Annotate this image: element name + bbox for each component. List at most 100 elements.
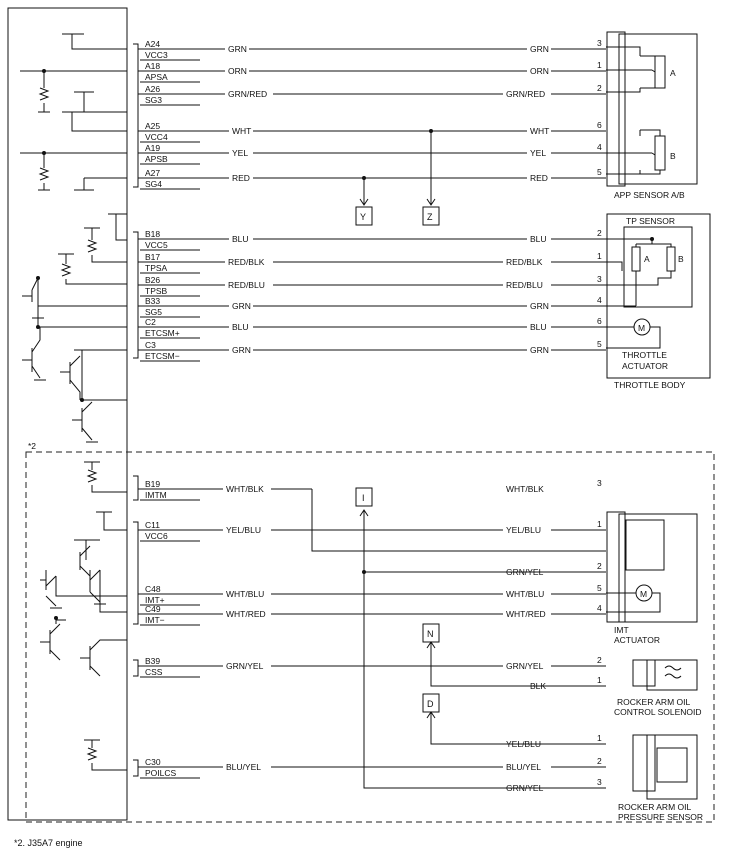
label-bg bbox=[223, 661, 271, 671]
label-bg bbox=[503, 525, 551, 535]
label-bg bbox=[225, 257, 273, 267]
wire-color-left: GRN/RED bbox=[228, 89, 267, 99]
wire-color-right: RED bbox=[530, 173, 548, 183]
wire-color-left: YEL bbox=[232, 148, 248, 158]
pin-id: A26 bbox=[145, 84, 160, 94]
wire-color-right: GRN/YEL bbox=[506, 661, 544, 671]
pin-signal: ETCSM− bbox=[145, 351, 180, 361]
wire-color-left: ORN bbox=[228, 66, 247, 76]
label-bg bbox=[229, 234, 253, 244]
app-sensor-label: APP SENSOR A/B bbox=[614, 190, 685, 200]
wire-color-right: BLU/YEL bbox=[506, 762, 541, 772]
app-sensor-b-label: B bbox=[670, 151, 676, 161]
wire-color-left: BLU bbox=[232, 322, 249, 332]
label-bg bbox=[223, 525, 271, 535]
label-bg bbox=[229, 173, 253, 183]
tp-sensor-a-label: A bbox=[644, 254, 650, 264]
pin-signal: SG3 bbox=[145, 95, 162, 105]
label-bg bbox=[229, 148, 253, 158]
wire-color-right: WHT bbox=[530, 126, 549, 136]
motor-label-throttle: M bbox=[638, 323, 645, 333]
wire-color-left: RED/BLU bbox=[228, 280, 265, 290]
terminal-number: 2 bbox=[597, 83, 602, 93]
pin-id: A18 bbox=[145, 61, 160, 71]
terminal-number: 1 bbox=[597, 733, 602, 743]
label-bg bbox=[229, 126, 253, 136]
label-bg bbox=[527, 301, 551, 311]
engine-note-marker: *2 bbox=[28, 441, 36, 451]
pin-signal: VCC6 bbox=[145, 531, 168, 541]
label-bg bbox=[223, 484, 271, 494]
svg-text:Z: Z bbox=[427, 212, 433, 222]
wire-color-right: RED/BLU bbox=[506, 280, 543, 290]
wire-color-left: WHT bbox=[232, 126, 251, 136]
imt-actuator: M IMT ACTUATOR bbox=[606, 511, 698, 645]
pin-id: B18 bbox=[145, 229, 160, 239]
wire-color-right: GRN bbox=[530, 44, 549, 54]
wire-color-right: GRN bbox=[530, 301, 549, 311]
terminal-number: 3 bbox=[597, 38, 602, 48]
wire-color-left: RED/BLK bbox=[228, 257, 265, 267]
pin-id: A19 bbox=[145, 143, 160, 153]
connector-y: Y bbox=[355, 206, 373, 226]
throttle-body: TP SENSOR A B M THROTTLE ACTUATOR THROTT… bbox=[606, 213, 711, 390]
terminal-number: 6 bbox=[597, 120, 602, 130]
wire-color-right: WHT/BLK bbox=[506, 484, 544, 494]
label-bg bbox=[223, 762, 271, 772]
pin-signal: VCC4 bbox=[145, 132, 168, 142]
rocker-sensor-label-2: PRESSURE SENSOR bbox=[618, 812, 703, 822]
pin-id: B26 bbox=[145, 275, 160, 285]
pin-id: B39 bbox=[145, 656, 160, 666]
svg-text:I: I bbox=[362, 493, 365, 503]
label-bg bbox=[527, 322, 551, 332]
terminal-number: 4 bbox=[597, 295, 602, 305]
connector-d: D bbox=[422, 693, 440, 713]
pin-signal: VCC5 bbox=[145, 240, 168, 250]
label-bg bbox=[225, 280, 273, 290]
rocker-solenoid-label-2: CONTROL SOLENOID bbox=[614, 707, 702, 717]
label-bg bbox=[503, 89, 551, 99]
pin-signal: IMTM bbox=[145, 490, 167, 500]
pin-signal: IMT− bbox=[145, 615, 165, 625]
terminal-number: 5 bbox=[597, 339, 602, 349]
wire-color-right: GRN/RED bbox=[506, 89, 545, 99]
wire-color-left: RED bbox=[232, 173, 250, 183]
label-bg bbox=[527, 44, 551, 54]
wire-color-right: WHT/BLU bbox=[506, 589, 544, 599]
svg-text:Y: Y bbox=[360, 212, 366, 222]
rocker-arm-oil-pressure-sensor: ROCKER ARM OIL PRESSURE SENSOR bbox=[618, 734, 703, 822]
terminal-number: 2 bbox=[597, 228, 602, 238]
wire-color-left: GRN bbox=[228, 44, 247, 54]
tp-sensor-label: TP SENSOR bbox=[626, 216, 675, 226]
pin-id: C48 bbox=[145, 584, 161, 594]
wire-color-right: GRN bbox=[530, 345, 549, 355]
pin-id: B19 bbox=[145, 479, 160, 489]
wire-color-right: BLU bbox=[530, 234, 547, 244]
terminal-number: 1 bbox=[597, 519, 602, 529]
wire-color-left: BLU bbox=[232, 234, 249, 244]
app-sensor-a-label: A bbox=[670, 68, 676, 78]
pin-id: C49 bbox=[145, 604, 161, 614]
pin-id: A24 bbox=[145, 39, 160, 49]
svg-text:D: D bbox=[427, 699, 434, 709]
wire-color-right: WHT/RED bbox=[506, 609, 546, 619]
throttle-actuator-label-2: ACTUATOR bbox=[622, 361, 668, 371]
ecm-box bbox=[7, 7, 128, 821]
label-bg bbox=[527, 173, 551, 183]
pin-signal: APSB bbox=[145, 154, 168, 164]
pin-signal: APSA bbox=[145, 72, 168, 82]
ecm-internal-circuitry bbox=[20, 33, 127, 771]
label-bg bbox=[225, 44, 249, 54]
rocker-arm-oil-control-solenoid: ROCKER ARM OIL CONTROL SOLENOID bbox=[614, 659, 702, 717]
terminal-number: 1 bbox=[597, 251, 602, 261]
terminal-number: 2 bbox=[597, 756, 602, 766]
pin-signal: TPSB bbox=[145, 286, 168, 296]
app-sensor: A B APP SENSOR A/B bbox=[606, 31, 698, 200]
wire-color-left: BLU/YEL bbox=[226, 762, 261, 772]
label-bg bbox=[527, 126, 551, 136]
terminal-number: 4 bbox=[597, 142, 602, 152]
pin-id: C11 bbox=[145, 520, 160, 530]
label-bg bbox=[503, 257, 551, 267]
label-bg bbox=[223, 609, 271, 619]
